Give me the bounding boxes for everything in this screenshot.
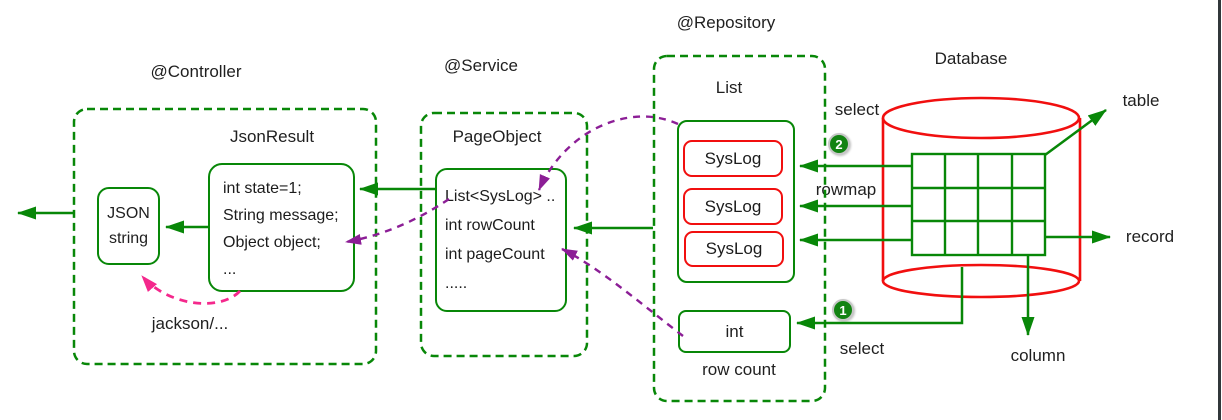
arrow-int-to-pagecount — [561, 247, 684, 337]
controller-layer-label: @Controller — [150, 62, 242, 81]
jsonresult-line: Object object; — [223, 234, 321, 251]
arrow-db-to-int — [796, 267, 964, 330]
jsonresult-line: String message; — [223, 207, 339, 224]
cylinder-bottom-ellipse — [881, 263, 1081, 299]
repository-layer-label: @Repository — [676, 13, 776, 32]
service-layer-label: @Service — [444, 56, 518, 75]
jsonresult-box: int state=1; String message; Object obje… — [208, 163, 355, 292]
json-string-line: string — [108, 230, 149, 247]
arrow-to-table-label — [1044, 108, 1107, 157]
syslog-item: SysLog — [683, 188, 783, 225]
step-1-badge: 1 — [832, 299, 854, 321]
database-cylinder — [881, 96, 1082, 299]
pageobject-line: int rowCount — [445, 217, 535, 234]
select-bottom-label: select — [839, 339, 885, 358]
syslog-item: SysLog — [683, 140, 783, 177]
db-table-grid — [910, 152, 1047, 257]
pageobject-line: List<SysLog> .. — [445, 188, 556, 205]
pageobject-line: ..... — [445, 275, 468, 292]
list-title: List — [715, 78, 743, 97]
jsonresult-line: int state=1; — [223, 180, 302, 197]
table-label: table — [1122, 91, 1160, 110]
database-label: Database — [934, 49, 1008, 68]
pageobject-line: int pageCount — [445, 246, 545, 263]
json-string-line: JSON — [107, 205, 150, 222]
jsonresult-line: ... — [223, 261, 237, 278]
arrow-listsyslog-to-object — [345, 198, 450, 245]
step-2-badge: 2 — [828, 133, 850, 155]
rowmap-label: rowmap — [815, 180, 877, 199]
int-box: int — [678, 310, 791, 353]
select-top-label: select — [834, 100, 880, 119]
syslog-item: SysLog — [684, 231, 784, 267]
row-count-caption: row count — [702, 360, 776, 379]
window-right-border — [1218, 0, 1221, 420]
cylinder-top-ellipse — [881, 96, 1081, 140]
json-string-box: JSON string — [97, 187, 160, 265]
record-label: record — [1125, 227, 1175, 246]
grid-outline — [910, 152, 1047, 257]
pageobject-title: PageObject — [452, 127, 542, 146]
jackson-label: jackson/... — [151, 314, 229, 333]
column-label: column — [1010, 346, 1066, 365]
pageobject-box: List<SysLog> .. int rowCount int pageCou… — [435, 168, 567, 312]
jsonresult-title: JsonResult — [229, 127, 315, 146]
